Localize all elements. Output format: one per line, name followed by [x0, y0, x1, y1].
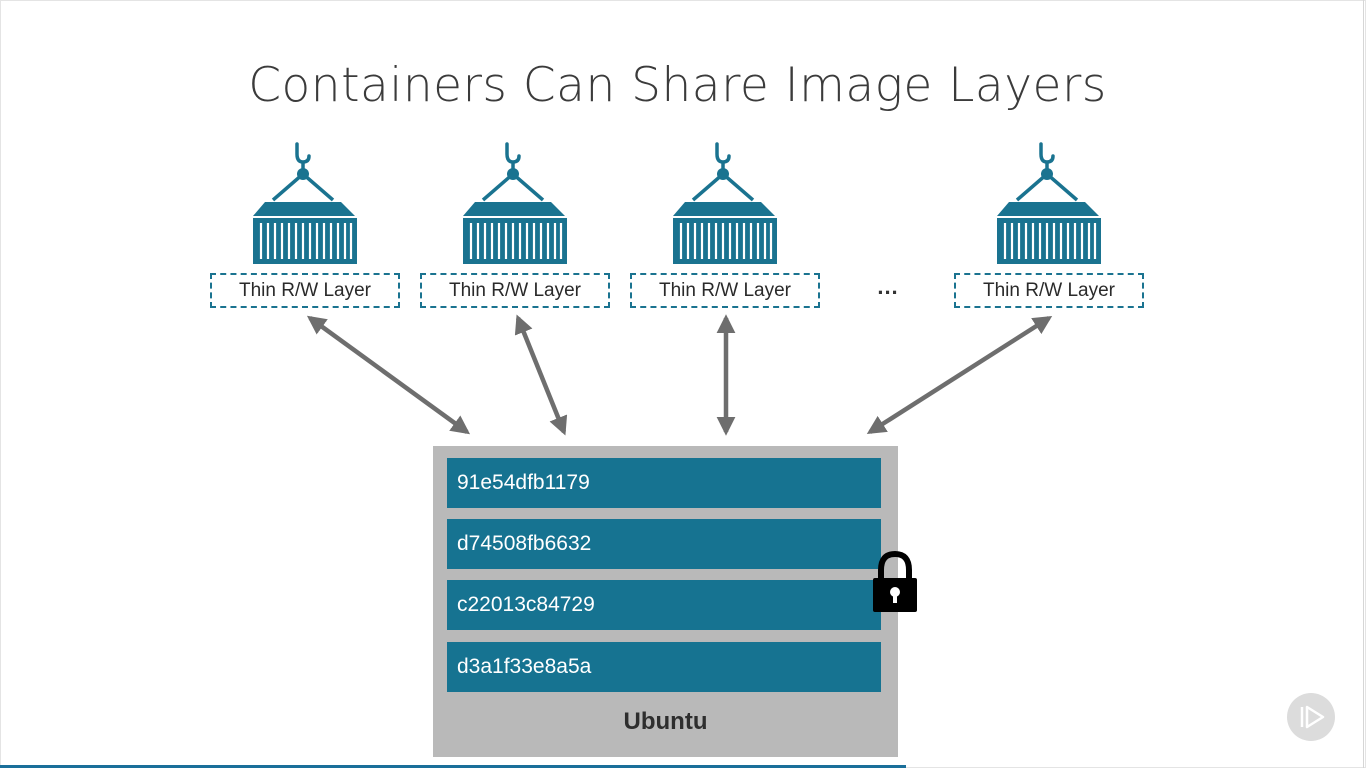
two-way-arrow: [306, 315, 471, 435]
thin-rw-layer-box: Thin R/W Layer: [954, 273, 1144, 308]
lock-icon: [873, 550, 917, 612]
play-button[interactable]: [1287, 693, 1335, 741]
thin-rw-layer-box: Thin R/W Layer: [630, 273, 820, 308]
more-containers-ellipsis: ...: [877, 274, 899, 299]
two-way-arrow: [866, 315, 1053, 435]
image-layer: 91e54dfb1179: [447, 458, 881, 508]
image-layer: d3a1f33e8a5a: [447, 642, 881, 692]
image-layer: c22013c84729: [447, 580, 881, 630]
thin-rw-layer-box: Thin R/W Layer: [210, 273, 400, 308]
playback-progress-bar[interactable]: [0, 765, 1366, 768]
slide-title: Containers Can Share Image Layers: [248, 58, 1107, 113]
image-layer: d74508fb6632: [447, 519, 881, 569]
play-icon: [1300, 705, 1325, 729]
image-name-label: Ubuntu: [623, 708, 708, 735]
slide-edge-divider: [1363, 0, 1364, 768]
two-way-arrow: [514, 314, 568, 436]
playback-progress-fill: [0, 765, 906, 768]
thin-rw-layer-box: Thin R/W Layer: [420, 273, 610, 308]
ubuntu-image-stack: 91e54dfb1179 d74508fb6632 c22013c84729 d…: [433, 446, 898, 757]
